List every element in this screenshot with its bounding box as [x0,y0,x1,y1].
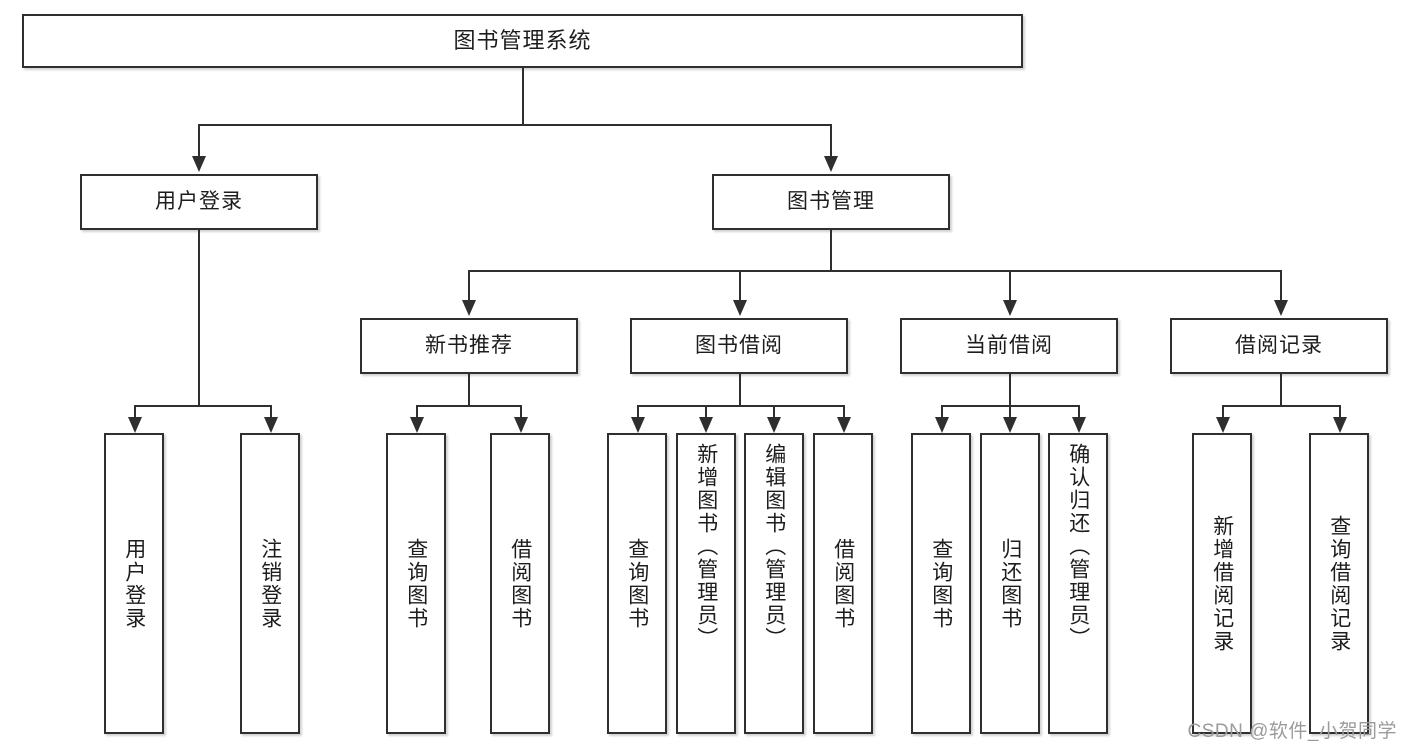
node-leaf-query-record[interactable]: 查询借阅记录 [1309,433,1369,734]
node-leaf-query-record-label: 查询借阅记录 [1327,514,1351,653]
edge-book-borrow-bus [637,405,843,407]
edge-borrow-record-stem [1280,374,1282,405]
node-leaf-query-book-3-label: 查询图书 [929,537,953,630]
edge-drop-leaf-query-record [1339,405,1341,419]
edge-drop-borrow-record [1280,270,1282,302]
arrow-leaf-edit-book [767,417,781,433]
edge-user-login-bus [134,405,270,407]
node-book-manage-label: 图书管理 [787,189,875,213]
arrow-leaf-borrow-book-1 [514,417,528,433]
node-root-label: 图书管理系统 [453,28,592,54]
node-user-login[interactable]: 用户登录 [80,174,318,230]
edge-drop-current-borrow [1009,270,1011,302]
node-leaf-edit-book-label: 编辑图书（管理员） [762,443,786,650]
node-new-book-recommend-label: 新书推荐 [425,333,513,357]
node-leaf-edit-book[interactable]: 编辑图书（管理员） [744,433,804,734]
node-leaf-user-login-label: 用户登录 [122,537,146,630]
arrow-leaf-add-book [699,417,713,433]
edge-drop-leaf-query-book-1 [416,405,418,419]
node-borrow-record[interactable]: 借阅记录 [1170,318,1388,374]
node-book-borrow-label: 图书借阅 [695,333,783,357]
node-leaf-add-book[interactable]: 新增图书（管理员） [676,433,736,734]
node-root[interactable]: 图书管理系统 [22,14,1023,68]
edge-drop-leaf-query-book-3 [941,405,943,419]
edge-drop-leaf-user-login [134,405,136,419]
node-leaf-query-book-2-label: 查询图书 [625,537,649,630]
node-leaf-user-login[interactable]: 用户登录 [104,433,164,734]
node-leaf-return-book[interactable]: 归还图书 [980,433,1040,734]
edge-root-stem [522,68,524,124]
edge-new-book-recommend-bus [416,405,520,407]
node-leaf-add-record-label: 新增借阅记录 [1210,514,1234,653]
edge-drop-leaf-add-record [1222,405,1224,419]
edge-book-manage-stem [830,230,832,270]
arrow-current-borrow [1003,300,1017,316]
node-leaf-query-book-3[interactable]: 查询图书 [911,433,971,734]
node-current-borrow-label: 当前借阅 [965,333,1053,357]
node-leaf-borrow-book-2[interactable]: 借阅图书 [813,433,873,734]
arrow-leaf-return-book [1003,417,1017,433]
node-leaf-query-book-1-label: 查询图书 [404,537,428,630]
edge-drop-leaf-borrow-book-2 [843,405,845,419]
edge-borrow-record-bus [1222,405,1339,407]
edge-level1-drop-user-login [198,124,200,158]
node-leaf-borrow-book-1[interactable]: 借阅图书 [490,433,550,734]
edge-book-borrow-stem [739,374,741,405]
edge-drop-leaf-add-book [705,405,707,419]
arrow-borrow-record [1274,300,1288,316]
edge-level1-drop-book-manage [830,124,832,158]
node-new-book-recommend[interactable]: 新书推荐 [360,318,578,374]
arrow-leaf-query-book-1 [410,417,424,433]
node-leaf-confirm-return[interactable]: 确认归还（管理员） [1048,433,1108,734]
arrow-user-login [192,156,206,172]
edge-drop-leaf-edit-book [773,405,775,419]
node-leaf-borrow-book-1-label: 借阅图书 [508,537,532,630]
node-leaf-user-logout[interactable]: 注销登录 [240,433,300,734]
arrow-book-manage [824,156,838,172]
edge-level1-bus [198,124,832,126]
edge-drop-leaf-query-book-2 [637,405,639,419]
node-book-borrow[interactable]: 图书借阅 [630,318,848,374]
node-leaf-confirm-return-label: 确认归还（管理员） [1066,443,1090,650]
node-leaf-add-book-label: 新增图书（管理员） [694,443,718,650]
arrow-new-book-recommend [462,300,476,316]
arrow-leaf-query-record [1333,417,1347,433]
arrow-leaf-confirm-return [1072,417,1086,433]
arrow-leaf-query-book-2 [631,417,645,433]
arrow-leaf-user-logout [264,417,278,433]
edge-drop-leaf-return-book [1009,405,1011,419]
arrow-leaf-query-book-3 [935,417,949,433]
node-leaf-return-book-label: 归还图书 [998,537,1022,630]
edge-user-login-stem [198,230,200,405]
node-leaf-add-record[interactable]: 新增借阅记录 [1192,433,1252,734]
node-current-borrow[interactable]: 当前借阅 [900,318,1118,374]
edge-drop-book-borrow [739,270,741,302]
node-leaf-borrow-book-2-label: 借阅图书 [831,537,855,630]
edge-current-borrow-stem [1009,374,1011,405]
arrow-book-borrow [733,300,747,316]
node-leaf-user-logout-label: 注销登录 [258,537,282,630]
node-book-manage[interactable]: 图书管理 [712,174,950,230]
edge-new-book-recommend-stem [468,374,470,405]
edge-level2-bus [468,270,1280,272]
arrow-leaf-borrow-book-2 [837,417,851,433]
arrow-leaf-add-record [1216,417,1230,433]
edge-drop-new-book-recommend [468,270,470,302]
node-leaf-query-book-2[interactable]: 查询图书 [607,433,667,734]
node-user-login-label: 用户登录 [155,189,243,213]
edge-drop-leaf-user-logout [270,405,272,419]
arrow-leaf-user-login [128,417,142,433]
node-leaf-query-book-1[interactable]: 查询图书 [386,433,446,734]
edge-drop-leaf-borrow-book-1 [520,405,522,419]
node-borrow-record-label: 借阅记录 [1235,333,1323,357]
edge-drop-leaf-confirm-return [1078,405,1080,419]
